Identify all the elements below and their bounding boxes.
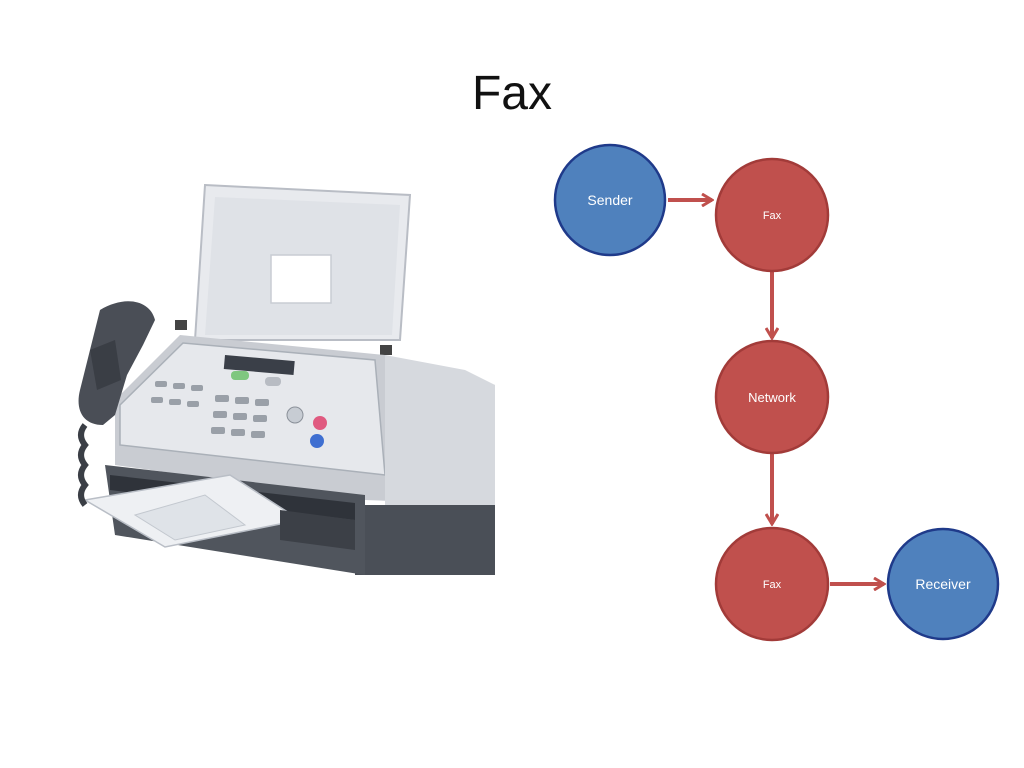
node-fax-send-label: Fax [763,210,782,222]
node-sender: Sender [553,143,667,257]
node-network: Network [714,339,830,455]
node-receiver: Receiver [886,527,1000,641]
fax-machine-icon [78,183,495,575]
node-fax-send: Fax [714,157,830,273]
node-sender-label: Sender [587,192,632,208]
node-fax-receive: Fax [714,526,830,642]
node-network-label: Network [748,390,796,405]
node-fax-receive-label: Fax [763,579,782,591]
slide-title: Fax [471,67,552,120]
node-receiver-label: Receiver [915,576,971,592]
